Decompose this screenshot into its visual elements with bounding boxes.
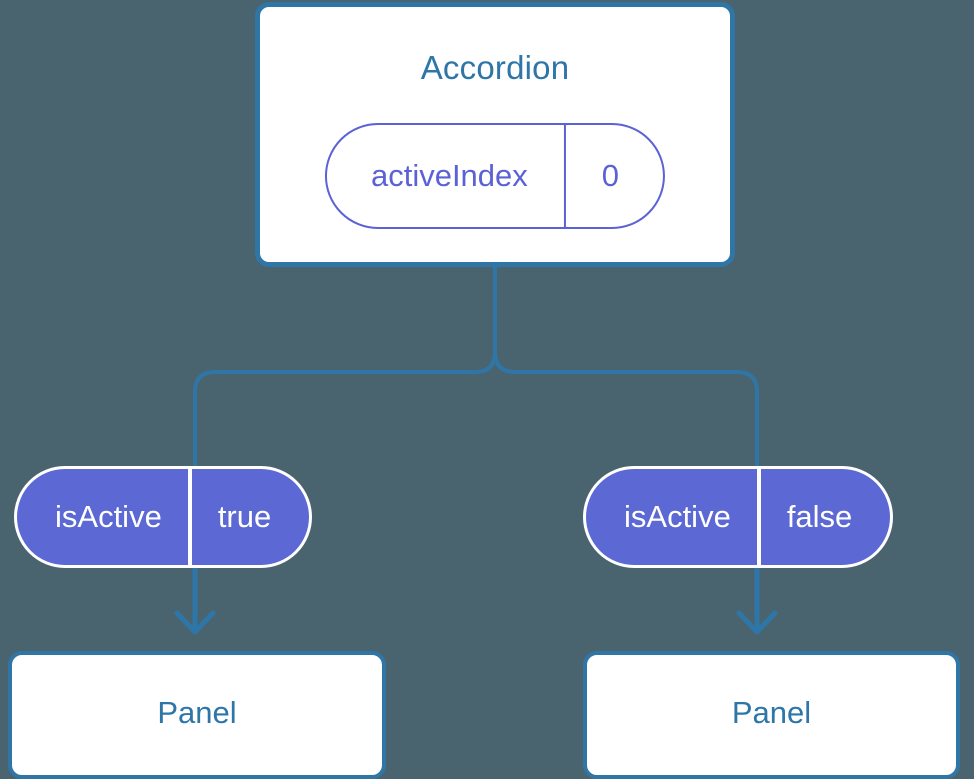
arrow-right-head [736, 610, 778, 635]
prop-chip-value: true [217, 499, 272, 534]
prop-chip-value: false [786, 499, 853, 534]
connector-bracket [193, 351, 497, 468]
prop-chip-key: isActive [586, 469, 761, 565]
prop-chip-is-active-left[interactable]: isActive true [14, 466, 313, 568]
accordion-title: Accordion [420, 49, 570, 86]
panel-title: Panel [731, 695, 812, 730]
panel-component-card-left[interactable]: Panel [8, 651, 386, 779]
connector-bracket-right [493, 351, 759, 468]
state-chip-value: 0 [601, 158, 620, 193]
panel-component-card-right[interactable]: Panel [583, 651, 960, 779]
prop-chip-is-active-right[interactable]: isActive false [583, 466, 894, 568]
accordion-component-card[interactable]: Accordion activeIndex 0 [255, 2, 735, 267]
prop-chip-key: isActive [17, 469, 192, 565]
arrow-left-head [174, 610, 216, 635]
panel-title: Panel [157, 695, 237, 730]
state-chip-active-index[interactable]: activeIndex 0 [324, 123, 666, 229]
state-chip-key: activeIndex [327, 125, 566, 227]
